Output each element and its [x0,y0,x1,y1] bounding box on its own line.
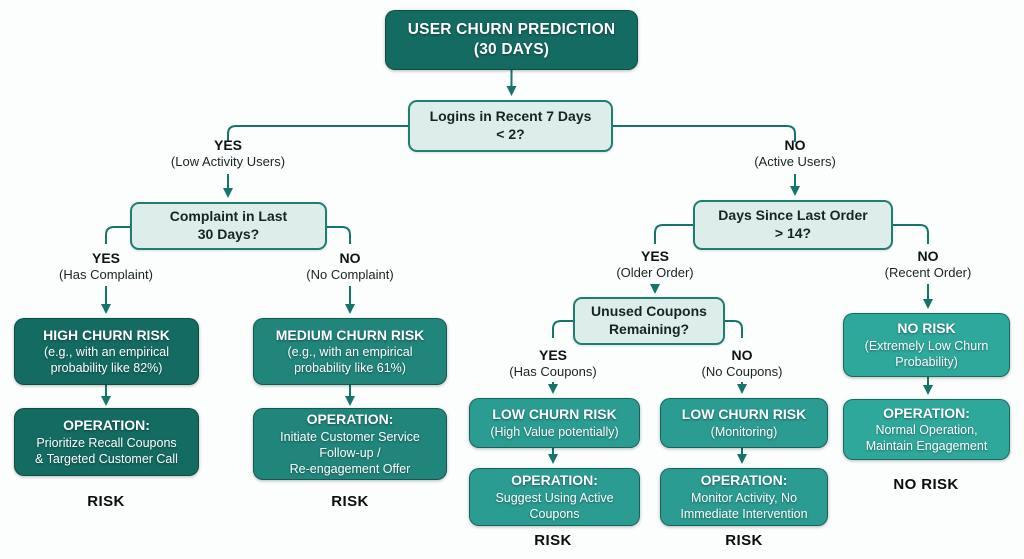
branch-note: (Has Coupons) [509,363,597,379]
outcome-title: HIGH CHURN RISK [43,326,170,343]
node-operation-low-monitor: OPERATION: Monitor Activity, No Immediat… [660,468,828,526]
outcome-detail: (e.g., with an empirical [43,345,170,360]
root-title-line1: USER CHURN PREDICTION [407,21,616,39]
decision-logins-line2: < 2? [496,126,525,142]
operation-line: Suggest Using Active [495,490,614,505]
operation-title: OPERATION: [63,417,150,434]
outcome-detail: (High Value potentially) [490,424,619,439]
branch-label-order-no: NO (Recent Order) [885,248,972,281]
operation-line: Monitor Activity, No [690,490,798,505]
branch-label-logins-yes: YES (Low Activity Users) [171,137,285,170]
operation-line: Maintain Engagement [865,439,988,454]
node-outcome-low-monitor: LOW CHURN RISK (Monitoring) [660,398,828,448]
branch-note: (Recent Order) [884,264,972,280]
node-decision-coupons: Unused Coupons Remaining? [573,297,725,345]
footer-risk-low-monitor: RISK [725,532,763,549]
footer-risk-medium: RISK [331,493,369,510]
branch-answer: YES [213,137,243,153]
node-operation-low-value: OPERATION: Suggest Using Active Coupons [469,468,640,526]
operation-title: OPERATION: [511,472,598,489]
operation-line: Immediate Intervention [680,506,808,521]
branch-note: (Low Activity Users) [170,153,286,169]
outcome-title: LOW CHURN RISK [492,406,617,423]
operation-title: OPERATION: [700,472,788,489]
node-decision-last-order: Days Since Last Order > 14? [693,200,893,250]
operation-line: & Targeted Customer Call [35,451,178,466]
branch-label-coupons-yes: YES (Has Coupons) [509,347,596,380]
decision-last-order-line2: > 14? [774,225,812,241]
operation-line: Initiate Customer Service [280,429,420,444]
branch-answer: NO [731,347,753,363]
node-operation-medium: OPERATION: Initiate Customer Service Fol… [253,408,447,480]
branch-answer: NO [917,248,939,264]
outcome-title: LOW CHURN RISK [681,406,807,423]
operation-line: Coupons [529,506,580,521]
node-outcome-low-value: LOW CHURN RISK (High Value potentially) [469,398,640,448]
decision-complaint-line2: 30 Days? [197,226,260,242]
outcome-detail: (Extremely Low Churn [864,338,989,353]
branch-answer: YES [91,250,121,266]
branch-answer: YES [640,248,670,264]
node-operation-high: OPERATION: Prioritize Recall Coupons & T… [14,408,199,476]
operation-line: Normal Operation, [875,423,978,438]
outcome-detail: probability like 61%) [294,361,406,376]
branch-answer: NO [784,137,806,153]
branch-note: (Active Users) [754,153,836,169]
branch-note: (Older Order) [616,264,694,280]
node-root: USER CHURN PREDICTION (30 DAYS) [385,10,638,70]
decision-complaint-line1: Complaint in Last [169,208,288,225]
operation-line: Follow-up / [319,445,381,460]
root-title-line2: (30 DAYS) [473,41,550,58]
decision-last-order-line1: Days Since Last Order [718,207,868,224]
branch-note: (Has Complaint) [59,266,153,282]
branch-label-complaint-yes: YES (Has Complaint) [59,250,153,283]
node-decision-logins: Logins in Recent 7 Days < 2? [408,100,613,152]
node-operation-no-risk: OPERATION: Normal Operation, Maintain En… [843,399,1010,460]
branch-label-complaint-no: NO (No Complaint) [306,250,393,283]
outcome-detail: Probability) [895,354,958,369]
outcome-detail: probability like 82%) [50,361,163,376]
branch-label-coupons-no: NO (No Coupons) [702,347,783,380]
operation-line: Re-engagement Offer [289,461,411,476]
branch-answer: YES [538,347,567,363]
footer-no-risk: NO RISK [893,476,959,493]
footer-risk-high: RISK [87,493,125,510]
operation-line: Prioritize Recall Coupons [36,435,177,450]
operation-title: OPERATION: [883,404,970,421]
outcome-title: MEDIUM CHURN RISK [275,326,425,343]
decision-logins-line1: Logins in Recent 7 Days [429,108,592,125]
node-outcome-high: HIGH CHURN RISK (e.g., with an empirical… [14,318,199,385]
outcome-title: NO RISK [897,320,956,337]
node-outcome-medium: MEDIUM CHURN RISK (e.g., with an empiric… [253,318,447,385]
decision-coupons-line2: Remaining? [608,321,690,337]
branch-note: (No Complaint) [306,266,394,282]
branch-label-order-yes: YES (Older Order) [616,248,693,281]
node-outcome-no-risk: NO RISK (Extremely Low Churn Probability… [843,313,1010,377]
decision-coupons-line1: Unused Coupons [591,303,707,320]
operation-title: OPERATION: [306,411,394,428]
branch-answer: NO [339,250,361,266]
node-decision-complaint: Complaint in Last 30 Days? [130,202,327,250]
branch-label-logins-no: NO (Active Users) [754,137,836,170]
branch-note: (No Coupons) [701,363,783,379]
outcome-detail: (Monitoring) [710,424,778,439]
footer-risk-low-value: RISK [534,532,572,549]
outcome-detail: (e.g., with an empirical [287,345,413,360]
